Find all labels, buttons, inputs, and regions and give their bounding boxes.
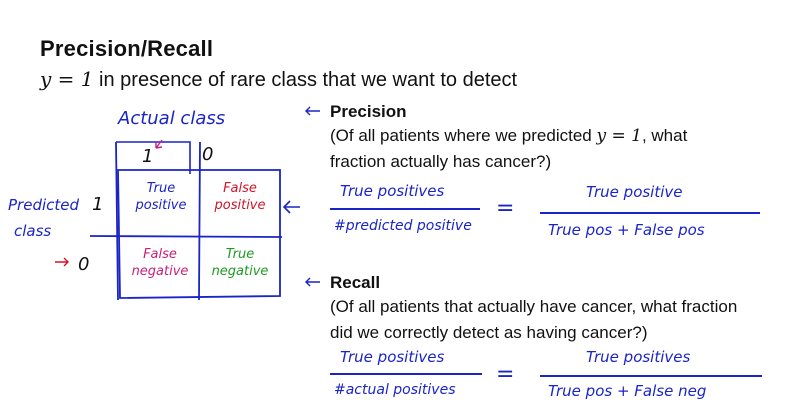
- column-header-box: [116, 141, 191, 174]
- precision-right-denominator: True pos + False pos: [548, 221, 705, 239]
- matrix-horizontal-divider: [89, 235, 283, 238]
- recall-right-fraction-bar: [540, 375, 762, 377]
- precision-left-fraction-bar: [330, 208, 480, 210]
- recall-description: (Of all patients that actually have canc…: [330, 294, 737, 346]
- fn-line-1: False: [143, 247, 177, 262]
- column-arrow-icon: [155, 139, 163, 149]
- recall-heading: Recall: [330, 273, 381, 292]
- subtitle-math: y = 1: [40, 67, 94, 91]
- recall-left-numerator: True positives: [340, 348, 445, 366]
- slide-subtitle: y = 1 in presence of rare class that we …: [40, 67, 517, 92]
- precision-arrow-icon: [305, 106, 320, 116]
- fp-line-2: positive: [214, 198, 266, 213]
- precision-right-fraction-bar: [540, 212, 760, 214]
- precision-desc-line-2: fraction actually has cancer?): [330, 152, 552, 171]
- recall-left-fraction-bar: [330, 373, 482, 375]
- precision-left-denominator: #predicted positive: [334, 218, 472, 234]
- recall-desc-line-1: (Of all patients that actually have canc…: [330, 297, 738, 316]
- false-positive-cell: False positive: [202, 180, 278, 214]
- fp-line-1: False: [223, 181, 257, 196]
- tn-line-1: True: [225, 247, 255, 262]
- row-1-header: 1: [92, 194, 104, 215]
- tp-line-1: True: [146, 181, 176, 196]
- recall-desc-line-2: did we correctly detect as having cancer…: [330, 323, 648, 342]
- matrix-left-edge: [115, 141, 119, 301]
- false-positive-arrow-icon: [282, 200, 300, 214]
- precision-desc-line-1: (Of all patients where we predicted y = …: [330, 123, 687, 149]
- tp-line-2: positive: [135, 198, 187, 213]
- recall-equals-sign: =: [496, 362, 515, 387]
- recall-right-numerator: True positives: [586, 348, 691, 366]
- subtitle-text: in presence of rare class that we want t…: [93, 69, 518, 91]
- slide-title: Precision/Recall: [40, 36, 214, 61]
- recall-arrow-icon: [305, 277, 320, 287]
- precision-left-numerator: True positives: [340, 182, 445, 200]
- precision-heading: Precision: [330, 102, 407, 121]
- column-1-header: 1: [142, 146, 154, 167]
- precision-desc-pre: (Of all patients where we predicted: [330, 126, 597, 145]
- matrix-border: [117, 169, 281, 299]
- precision-right-numerator: True positive: [586, 183, 683, 201]
- row-zero-arrow-icon: [55, 257, 69, 267]
- precision-equals-sign: =: [496, 196, 515, 221]
- true-positive-cell: True positive: [124, 180, 198, 214]
- actual-class-label: Actual class: [118, 108, 226, 129]
- row-0-header: 0: [78, 254, 90, 275]
- tn-line-2: negative: [211, 264, 269, 279]
- column-0-header: 0: [202, 144, 214, 165]
- true-negative-cell: True negative: [200, 246, 280, 280]
- fn-line-2: negative: [131, 264, 189, 279]
- predicted-label-line-2: class: [14, 222, 52, 240]
- predicted-label-line-1: Predicted: [8, 196, 80, 214]
- precision-description: (Of all patients where we predicted y = …: [330, 123, 687, 175]
- matrix-vertical-divider: [198, 141, 201, 301]
- recall-right-denominator: True pos + False neg: [548, 382, 707, 400]
- precision-desc-post: , what: [641, 126, 688, 145]
- precision-desc-math: y = 1: [596, 126, 642, 146]
- false-negative-cell: False negative: [122, 246, 198, 280]
- recall-left-denominator: #actual positives: [334, 382, 456, 398]
